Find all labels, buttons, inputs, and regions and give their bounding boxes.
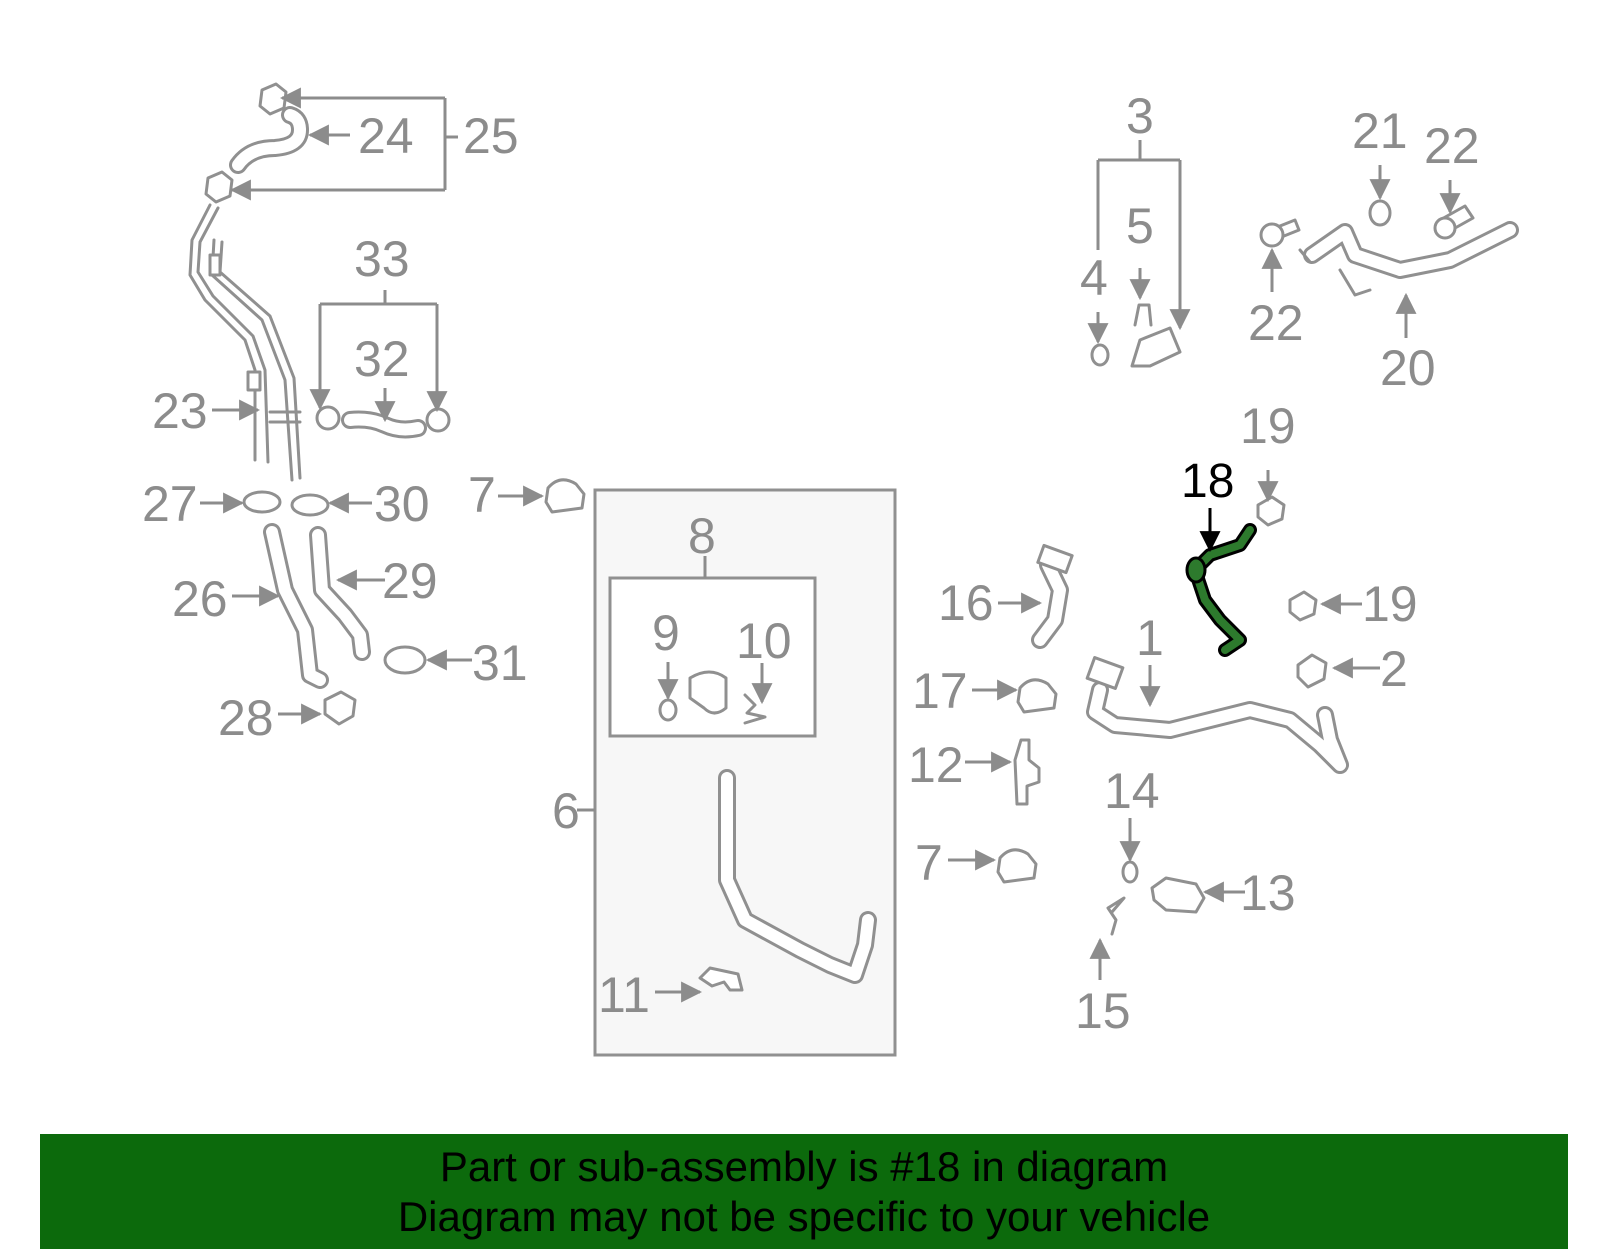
clamp-31 xyxy=(383,645,427,675)
label-17: 17 xyxy=(912,663,968,719)
label-2: 2 xyxy=(1380,641,1408,697)
clamp-27 xyxy=(242,490,282,514)
label-1: 1 xyxy=(1136,610,1164,666)
pipe-23 xyxy=(188,203,302,482)
hose-26 xyxy=(263,523,329,689)
label-9: 9 xyxy=(652,605,680,661)
clamp-30 xyxy=(290,493,330,517)
label-20: 20 xyxy=(1380,340,1436,396)
oring-21 xyxy=(1368,199,1392,227)
hose-18-highlighted xyxy=(1185,523,1257,657)
clip-15 xyxy=(1106,896,1126,936)
label-25: 25 xyxy=(463,108,519,164)
label-33: 33 xyxy=(354,231,410,287)
label-27: 27 xyxy=(142,476,198,532)
hose-32-group xyxy=(315,405,451,439)
hose-29 xyxy=(309,526,371,661)
label-28: 28 xyxy=(218,690,274,746)
label-8: 8 xyxy=(688,508,716,564)
label-21: 21 xyxy=(1352,103,1408,159)
label-13: 13 xyxy=(1240,865,1296,921)
clamp-7-top xyxy=(544,478,586,514)
label-6: 6 xyxy=(552,783,580,839)
connector-13 xyxy=(1150,876,1206,914)
label-22-bottom: 22 xyxy=(1248,295,1304,351)
hose-16 xyxy=(1031,543,1074,649)
label-23: 23 xyxy=(152,383,208,439)
label-22-top: 22 xyxy=(1424,118,1480,174)
hose-24-group xyxy=(204,82,309,204)
label-7-lower: 7 xyxy=(915,835,943,891)
label-30: 30 xyxy=(374,476,430,532)
oring-14 xyxy=(1121,860,1139,884)
label-12: 12 xyxy=(908,737,964,793)
oring-9 xyxy=(658,698,678,722)
label-4: 4 xyxy=(1080,250,1108,306)
banner-line-1: Part or sub-assembly is #18 in diagram xyxy=(439,1142,1169,1190)
label-3: 3 xyxy=(1126,88,1154,144)
banner-line-2: Diagram may not be specific to your vehi… xyxy=(397,1192,1211,1240)
fitting-12 xyxy=(1013,738,1041,806)
label-26: 26 xyxy=(172,571,228,627)
label-19-mid: 19 xyxy=(1362,576,1418,632)
info-banner: Part or sub-assembly is #18 in diagram D… xyxy=(40,1134,1568,1249)
label-14: 14 xyxy=(1104,763,1160,819)
label-5: 5 xyxy=(1126,198,1154,254)
label-7-top: 7 xyxy=(468,467,496,523)
label-29: 29 xyxy=(382,553,438,609)
hose-6 xyxy=(718,769,877,984)
label-31: 31 xyxy=(472,635,528,691)
label-19-top: 19 xyxy=(1240,398,1296,454)
label-16: 16 xyxy=(938,575,994,631)
clamp-19-mid xyxy=(1288,590,1318,622)
label-11: 11 xyxy=(598,967,650,1023)
clamp-17 xyxy=(1016,678,1058,714)
clamp-2 xyxy=(1296,653,1328,689)
clip-11 xyxy=(698,966,744,992)
label-32: 32 xyxy=(354,331,410,387)
oring-4 xyxy=(1090,343,1110,367)
pipe-20 xyxy=(1298,221,1519,297)
clamp-19-top xyxy=(1256,495,1286,527)
hose-1 xyxy=(1085,656,1349,774)
label-24: 24 xyxy=(358,108,414,164)
label-18-highlighted: 18 xyxy=(1181,455,1234,508)
clamp-7-lower xyxy=(996,848,1038,884)
label-10: 10 xyxy=(736,613,792,669)
clip-5 xyxy=(1133,303,1153,327)
connector-3 xyxy=(1130,326,1182,368)
label-15: 15 xyxy=(1075,983,1131,1039)
fitting-9 xyxy=(688,670,728,715)
clamp-28 xyxy=(323,690,357,726)
